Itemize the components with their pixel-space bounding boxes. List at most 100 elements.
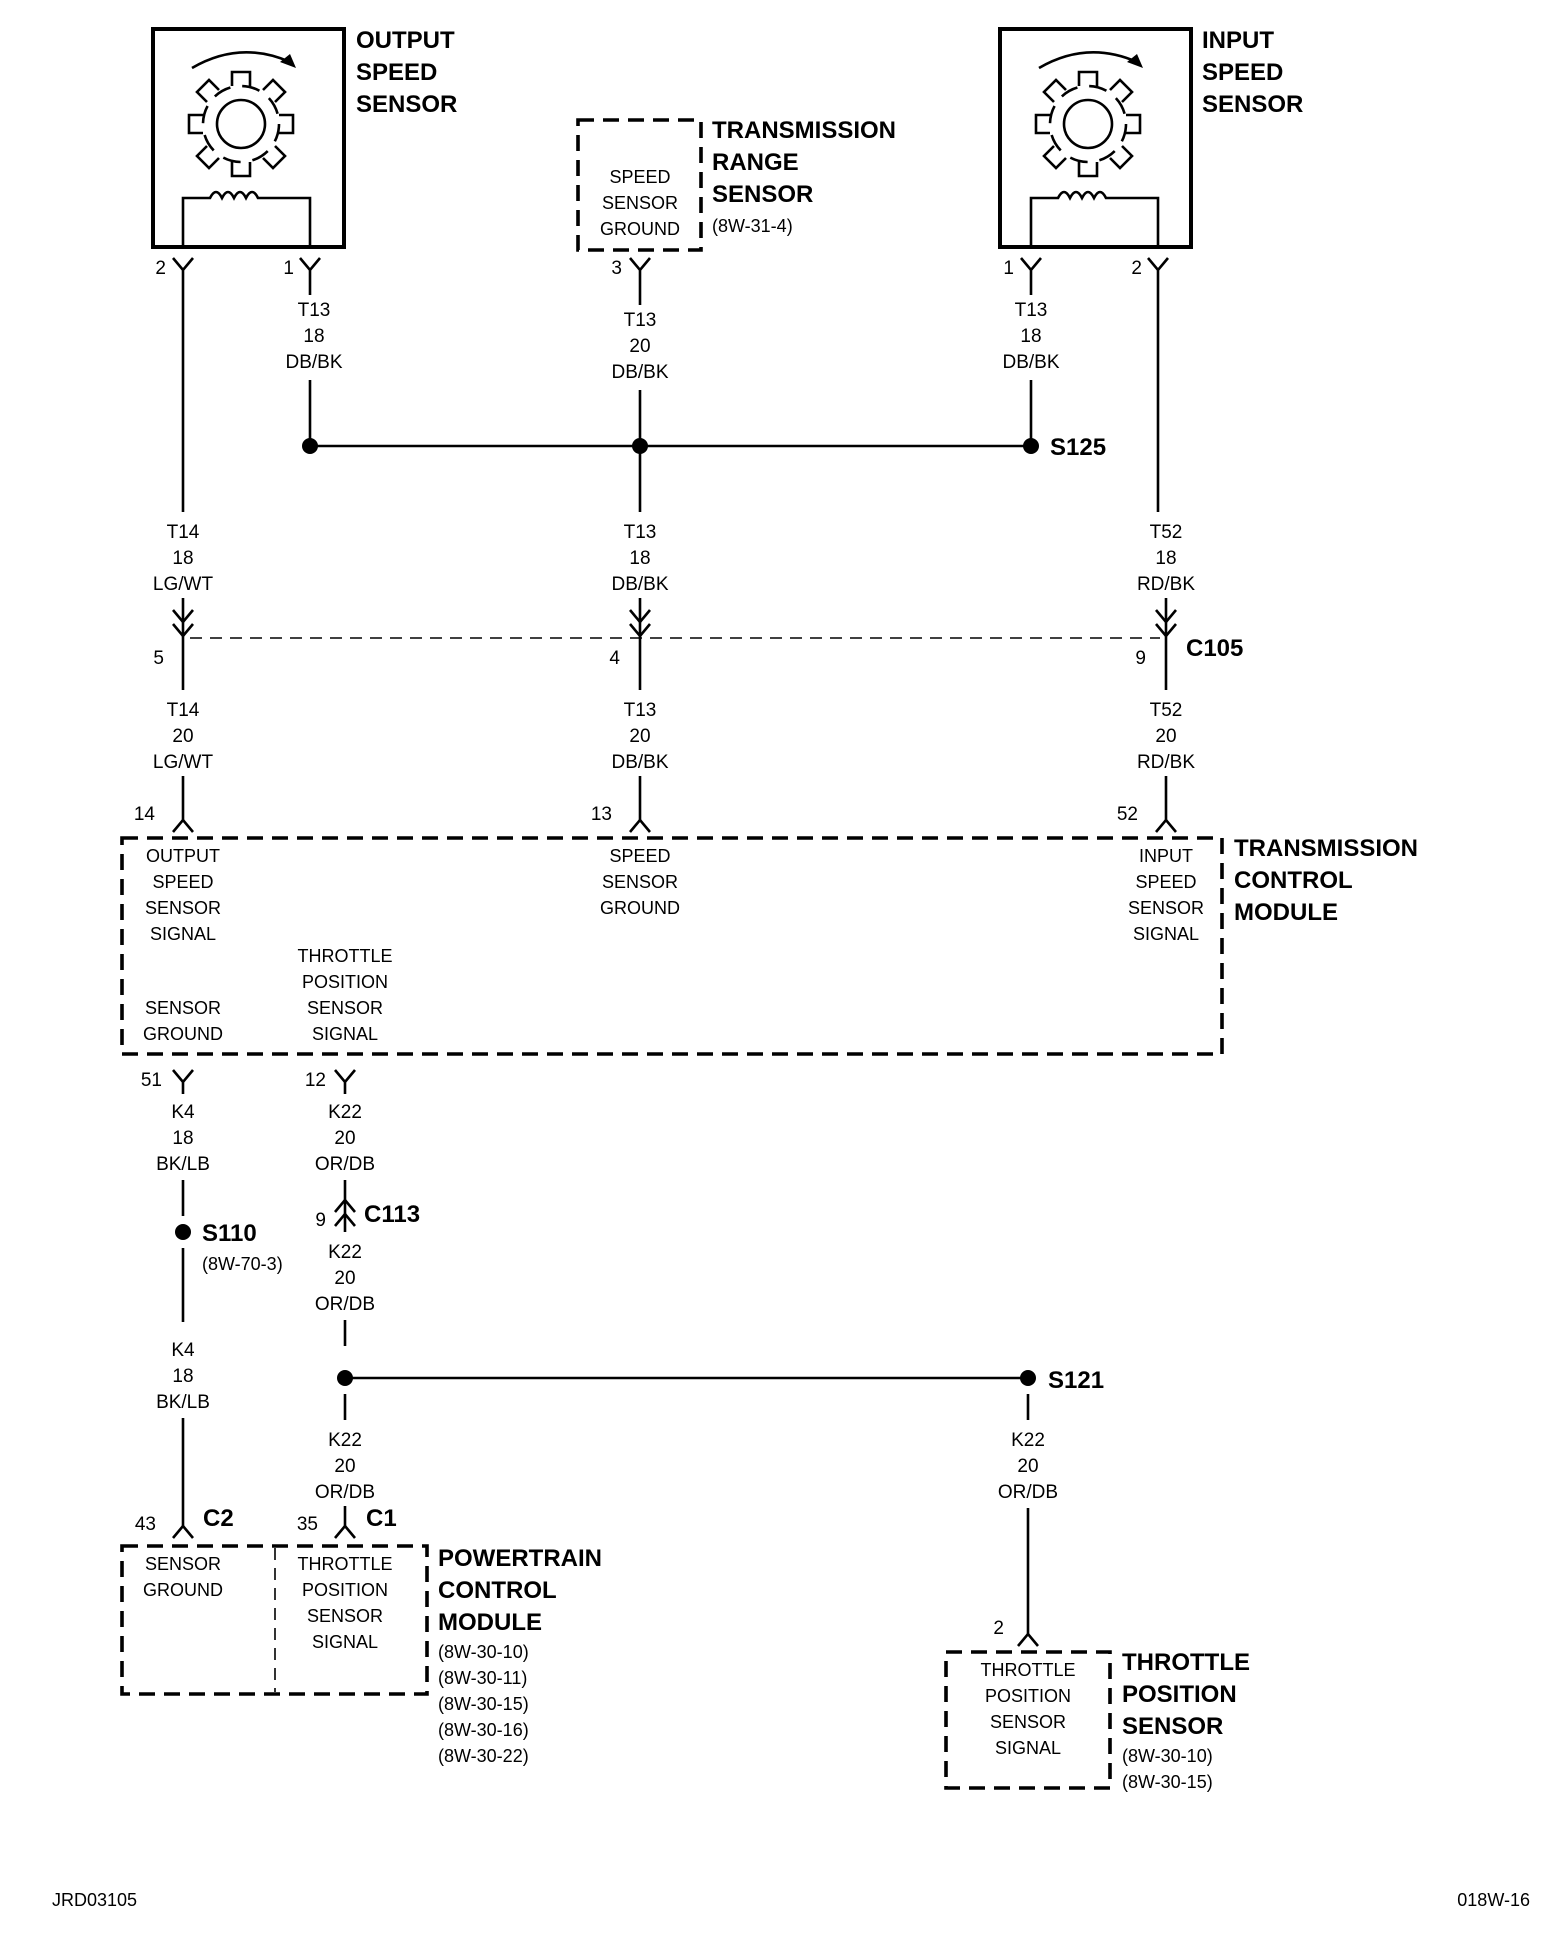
- wire-t13-lower-1: T13: [624, 700, 657, 721]
- tps-inner-4: SIGNAL: [995, 1738, 1061, 1758]
- wire-k4-lower-3: BK/LB: [156, 1392, 210, 1413]
- pcm-tps-signal-2: POSITION: [302, 1580, 388, 1600]
- pcm-tps-signal-4: SIGNAL: [312, 1632, 378, 1652]
- rotation-arrow-icon: [191, 51, 291, 70]
- tps-ref-2: (8W-30-15): [1122, 1772, 1213, 1792]
- tcm-iss-signal-2: SPEED: [1135, 872, 1196, 892]
- tps-inner-2: POSITION: [985, 1686, 1071, 1706]
- wire-t13-mid-2: 18: [629, 548, 650, 569]
- pin-tps-2: 2: [993, 1618, 1004, 1639]
- coil-icon: [181, 190, 312, 245]
- wire-iss-gnd-2: 18: [1020, 326, 1041, 347]
- wire-t52-lower-3: RD/BK: [1137, 752, 1195, 773]
- pcm-name-2: CONTROL: [438, 1577, 557, 1604]
- splice-s110-ref: (8W-70-3): [202, 1254, 283, 1274]
- tps-ref-1: (8W-30-10): [1122, 1746, 1213, 1766]
- wire-t52-upper-2: 18: [1155, 548, 1176, 569]
- tps-inner-3: SENSOR: [990, 1712, 1066, 1732]
- pin-oss-2: 2: [155, 258, 166, 279]
- wire-t13-mid-1: T13: [624, 522, 657, 543]
- tcm-oss-signal-3: SENSOR: [145, 898, 221, 918]
- pcm-name-1: POWERTRAIN: [438, 1545, 602, 1572]
- wire-t14-upper-3: LG/WT: [153, 574, 214, 595]
- wire-t52-lower-2: 20: [1155, 726, 1176, 747]
- pin-trs-3: 3: [611, 258, 622, 279]
- pcm-ref-1: (8W-30-10): [438, 1642, 529, 1662]
- pin-c105-4: 4: [609, 648, 620, 669]
- wire-k22-c-3: OR/DB: [315, 1482, 375, 1503]
- wire-trs-gnd-2: 20: [629, 336, 650, 357]
- pin-tcm-13: 13: [591, 804, 612, 825]
- wire-t52-upper-1: T52: [1150, 522, 1183, 543]
- splice-s121: S121: [1048, 1367, 1104, 1394]
- trs-inner-2: SENSOR: [602, 193, 678, 213]
- wire-k22-a-1: K22: [328, 1102, 362, 1123]
- wire-k22-c-2: 20: [334, 1456, 355, 1477]
- tcm-tps-signal-1: THROTTLE: [297, 946, 392, 966]
- connector-c113-label: C113: [364, 1201, 420, 1228]
- wire-k4-upper-1: K4: [171, 1102, 195, 1123]
- pcm-ref-3: (8W-30-15): [438, 1694, 529, 1714]
- pcm-ref-5: (8W-30-22): [438, 1746, 529, 1766]
- top-terminals: 2 1 3 1 2: [155, 257, 1169, 284]
- tcm-iss-signal-3: SENSOR: [1128, 898, 1204, 918]
- pin-tcm-52: 52: [1117, 804, 1138, 825]
- tps-name-1: THROTTLE: [1122, 1649, 1250, 1676]
- pcm-name-3: MODULE: [438, 1609, 542, 1636]
- pin-pcm-43: 43: [135, 1514, 156, 1535]
- wire-oss-gnd-2: 18: [303, 326, 324, 347]
- wire-t52-upper-3: RD/BK: [1137, 574, 1195, 595]
- wire-oss-gnd-3: DB/BK: [285, 352, 342, 373]
- wire-t14-lower-1: T14: [167, 700, 200, 721]
- gear-icon: [1034, 70, 1142, 178]
- tcm-speed-ground-2: SENSOR: [602, 872, 678, 892]
- pin-c113-9: 9: [315, 1210, 326, 1231]
- powertrain-control-module: 43 35 C2 C1 SENSOR GROUND THROTTLE POSIT…: [120, 1505, 602, 1766]
- wire-k22-d-3: OR/DB: [998, 1482, 1058, 1503]
- tcm-iss-signal-1: INPUT: [1139, 846, 1193, 866]
- pcm-sensor-ground-2: GROUND: [143, 1580, 223, 1600]
- splice-s110-dot: [175, 1224, 191, 1240]
- wire-t14-upper-2: 18: [172, 548, 193, 569]
- coil-icon: [1029, 190, 1160, 245]
- wires-top: S125: [181, 284, 1160, 512]
- tcm-sensor-ground-1: SENSOR: [145, 998, 221, 1018]
- input-speed-sensor-name-1: INPUT: [1202, 27, 1274, 54]
- output-speed-sensor-name-3: SENSOR: [356, 91, 457, 118]
- tps-name-3: SENSOR: [1122, 1713, 1223, 1740]
- tcm-speed-ground-3: GROUND: [600, 898, 680, 918]
- footer-right-code: 018W-16: [1457, 1890, 1530, 1910]
- splice-dot: [632, 438, 648, 454]
- input-speed-sensor-name-3: SENSOR: [1202, 91, 1303, 118]
- pin-pcm-35: 35: [297, 1514, 318, 1535]
- pin-c105-9: 9: [1135, 648, 1146, 669]
- connector-c2-label: C2: [203, 1505, 234, 1532]
- rotation-arrow-icon: [1038, 51, 1138, 70]
- input-speed-sensor-name-2: SPEED: [1202, 59, 1283, 86]
- input-speed-sensor: INPUT SPEED SENSOR: [998, 27, 1303, 249]
- wires-lower: 51 12 K4 18 BK/LB K22 20 OR/DB S110 (8W-…: [141, 1069, 1104, 1634]
- wire-iss-gnd-1: T13: [1015, 300, 1048, 321]
- trs-name-2: RANGE: [712, 149, 799, 176]
- wire-k22-d-2: 20: [1017, 1456, 1038, 1477]
- splice-s125: S125: [1050, 434, 1106, 461]
- splice-dot: [337, 1370, 353, 1386]
- pin-oss-1: 1: [283, 258, 294, 279]
- trs-inner-3: GROUND: [600, 219, 680, 239]
- wire-oss-gnd-1: T13: [298, 300, 331, 321]
- pin-tcm-14: 14: [134, 804, 156, 825]
- pcm-ref-4: (8W-30-16): [438, 1720, 529, 1740]
- wire-k22-b-3: OR/DB: [315, 1294, 375, 1315]
- wire-t14-lower-2: 20: [172, 726, 193, 747]
- wire-t13-lower-2: 20: [629, 726, 650, 747]
- trs-inner-1: SPEED: [609, 167, 670, 187]
- tcm-name-2: CONTROL: [1234, 867, 1353, 894]
- splice-s110: S110: [202, 1220, 257, 1247]
- wire-trs-gnd-1: T13: [624, 310, 657, 331]
- pcm-tps-signal-1: THROTTLE: [297, 1554, 392, 1574]
- tcm-iss-signal-4: SIGNAL: [1133, 924, 1199, 944]
- pin-tcm-51: 51: [141, 1070, 162, 1091]
- pin-iss-1: 1: [1003, 258, 1014, 279]
- wire-k4-lower-2: 18: [172, 1366, 193, 1387]
- tcm-oss-signal-4: SIGNAL: [150, 924, 216, 944]
